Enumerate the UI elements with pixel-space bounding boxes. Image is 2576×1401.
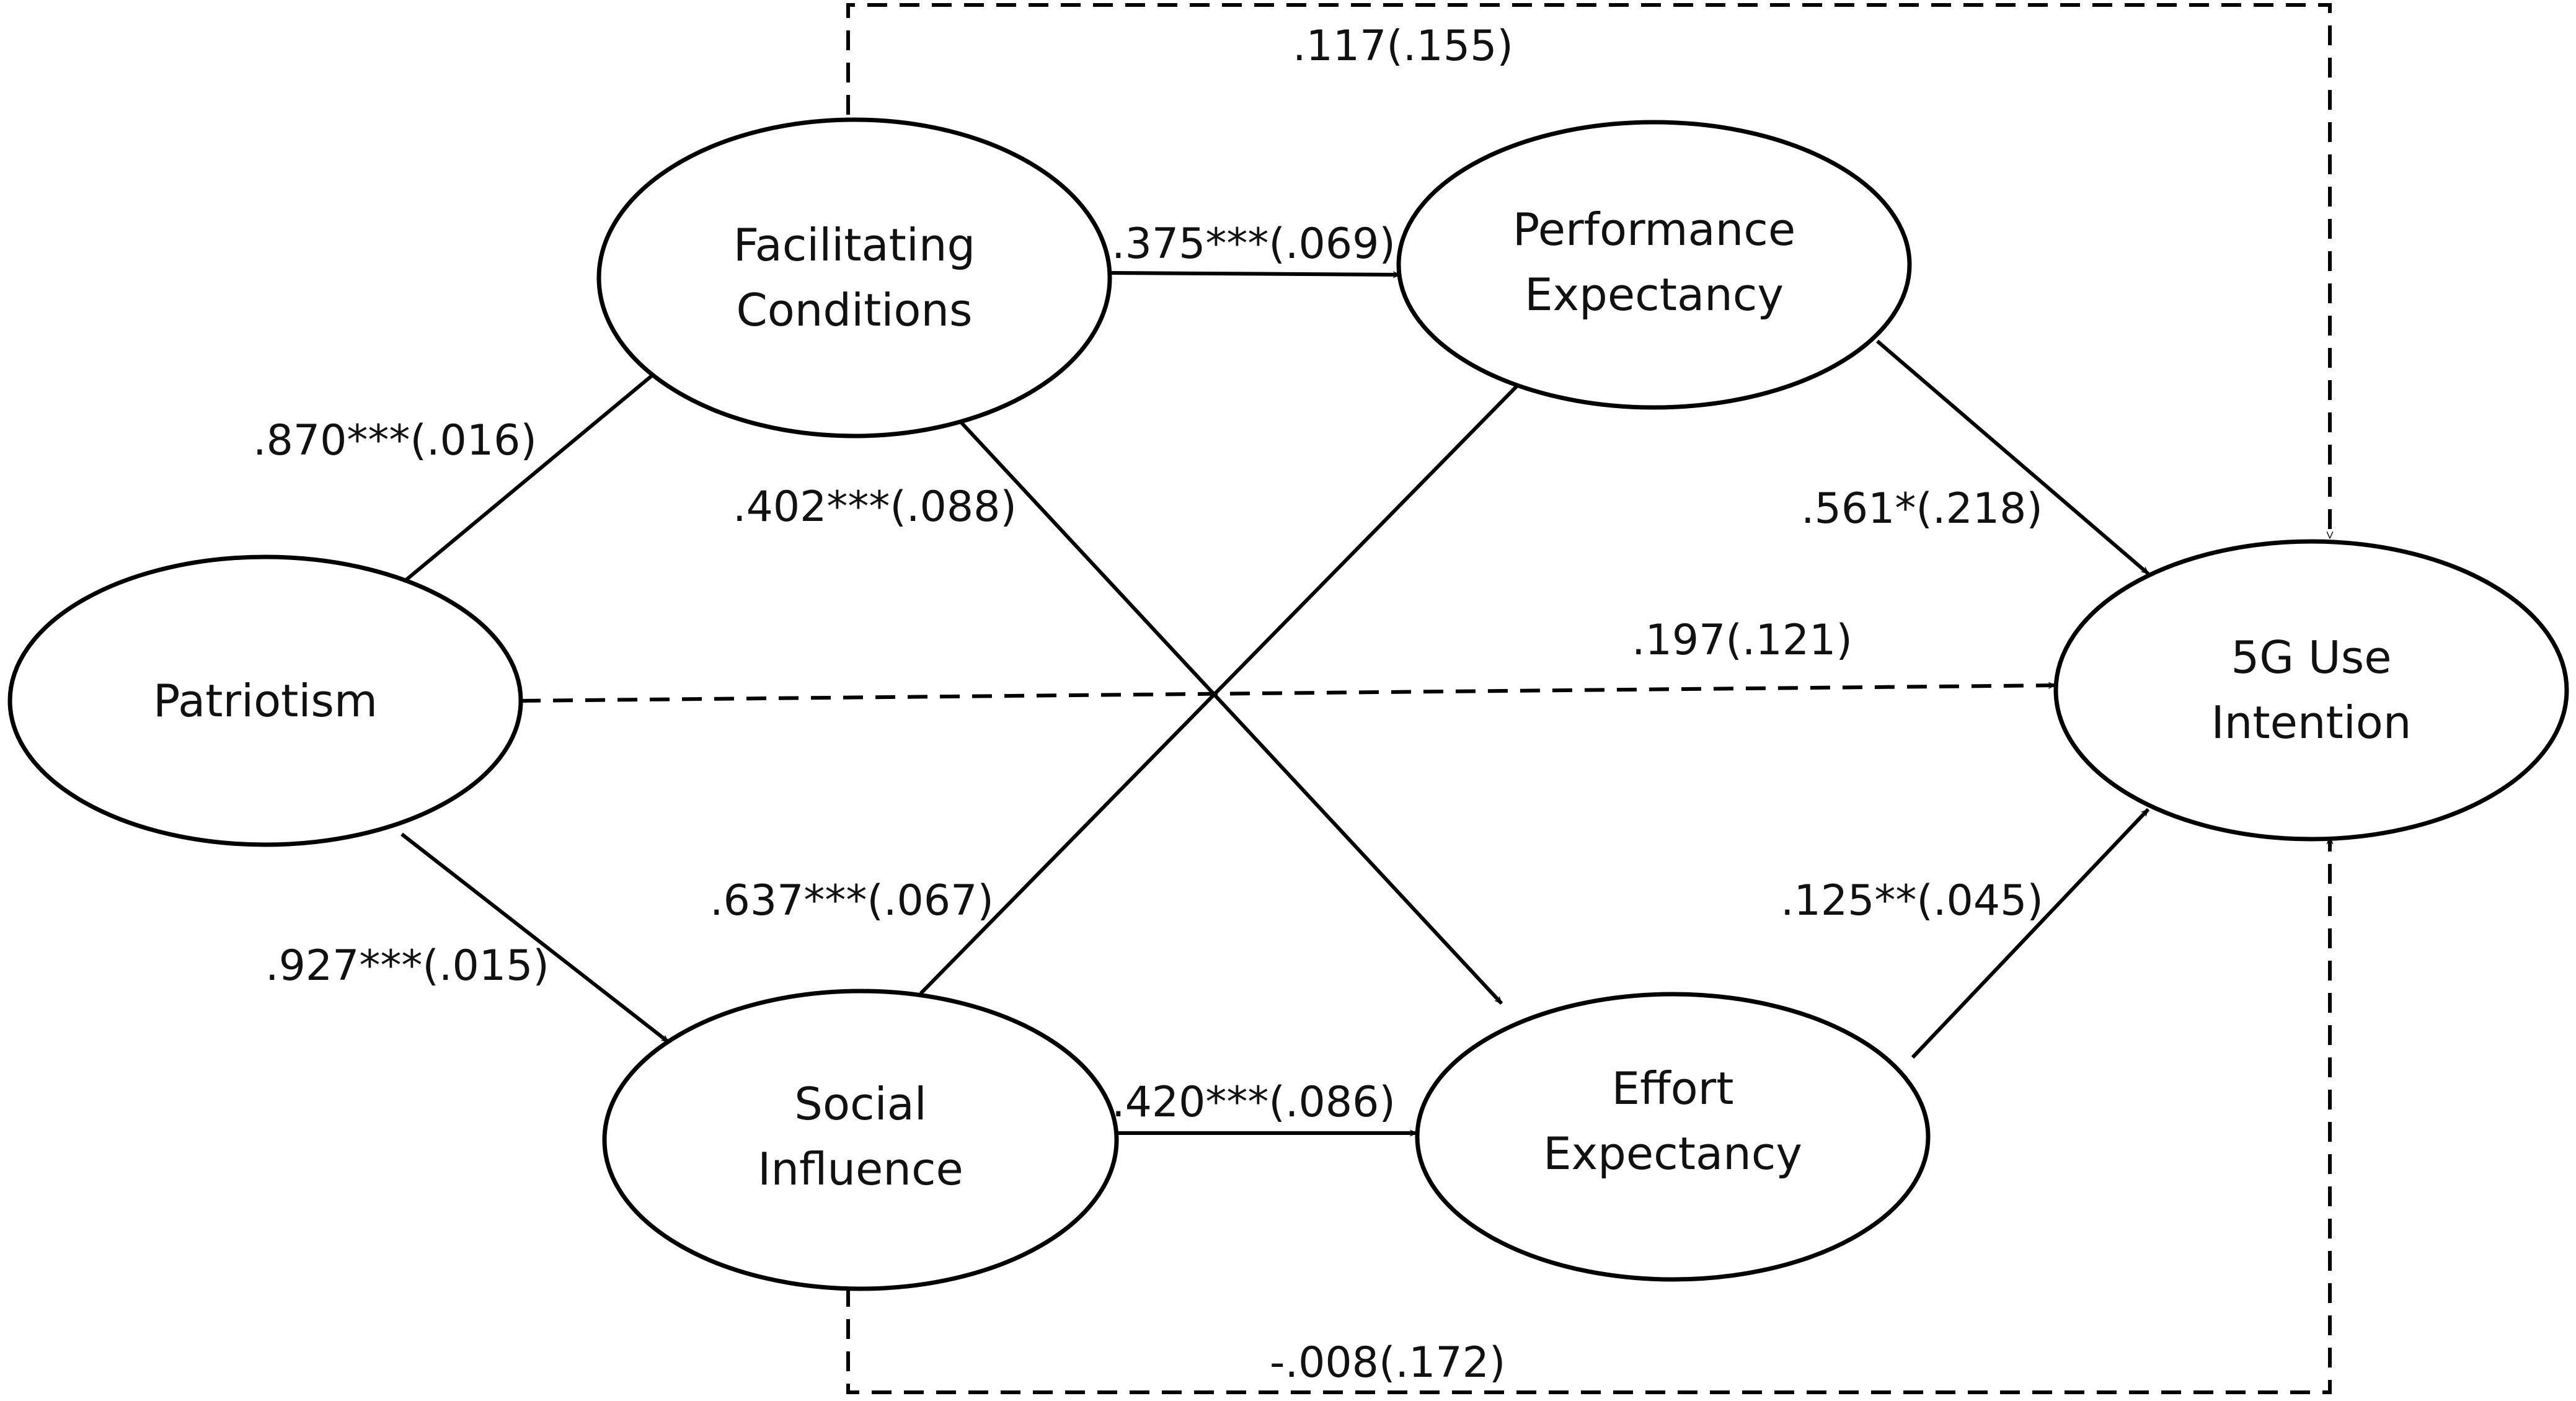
node-social-label-line2: Influence (758, 1143, 963, 1195)
edge-facilitating-effort (953, 414, 1503, 1005)
edge-social-performance (919, 378, 1525, 995)
label-facilitating-effort: .402***(.088) (733, 483, 1017, 531)
edge-social-intention (846, 837, 2330, 1394)
node-intention-shape (2053, 539, 2569, 842)
edges-group (401, 3, 2330, 1394)
label-social-effort: .420***(.086) (1112, 1078, 1396, 1127)
node-patriotism-label: Patriotism (153, 675, 378, 727)
label-performance-intention: .561*(.218) (1801, 484, 2043, 533)
label-patriotism-social: .927***(.015) (265, 941, 549, 990)
edge-performance-intention (1876, 339, 2149, 576)
node-effort-expectancy: Effort Expectancy (1415, 992, 1931, 1282)
node-patriotism-shape (7, 554, 523, 847)
node-effort-label-line1: Effort (1612, 1062, 1734, 1114)
node-performance-label-line1: Performance (1513, 203, 1795, 256)
node-intention-label-line1: 5G Use (2231, 631, 2392, 683)
edge-facilitating-intention (846, 3, 2330, 538)
label-facilitating-performance: .375***(.069) (1112, 220, 1396, 269)
node-social-shape (602, 989, 1119, 1291)
node-patriotism: Patriotism (7, 554, 523, 847)
label-social-performance: .637***(.067) (710, 876, 994, 925)
label-patriotism-intention: .197(.121) (1632, 616, 1852, 665)
edge-patriotism-social (401, 832, 670, 1044)
edge-facilitating-performance (1109, 271, 1400, 275)
node-facilitating-shape (596, 117, 1112, 438)
label-facilitating-intention: .117(.155) (1293, 22, 1513, 71)
label-patriotism-facilitating: .870***(.016) (253, 416, 537, 465)
node-5g-use-intention: 5G Use Intention (2053, 539, 2569, 842)
node-facilitating-conditions: Facilitating Conditions (596, 117, 1112, 438)
node-effort-label-line2: Expectancy (1543, 1127, 1802, 1180)
node-social-influence: Social Influence (602, 989, 1119, 1291)
node-intention-label-line2: Intention (2211, 696, 2412, 749)
label-effort-intention: .125**(.045) (1781, 876, 2043, 925)
node-performance-label-line2: Expectancy (1525, 269, 1784, 321)
edge-patriotism-intention (520, 685, 2055, 703)
edge-effort-intention (1911, 807, 2150, 1059)
node-effort-shape (1415, 992, 1931, 1282)
node-social-label-line1: Social (794, 1078, 926, 1130)
edge-patriotism-facilitating (405, 365, 663, 582)
node-performance-expectancy: Performance Expectancy (1396, 120, 1912, 410)
edge-labels-group: .870***(.016) .927***(.015) .375***(.069… (253, 22, 2043, 1387)
node-performance-shape (1396, 120, 1912, 410)
node-facilitating-label-line1: Facilitating (733, 219, 975, 271)
label-social-intention: -.008(.172) (1270, 1338, 1505, 1387)
node-facilitating-label-line2: Conditions (736, 284, 972, 336)
